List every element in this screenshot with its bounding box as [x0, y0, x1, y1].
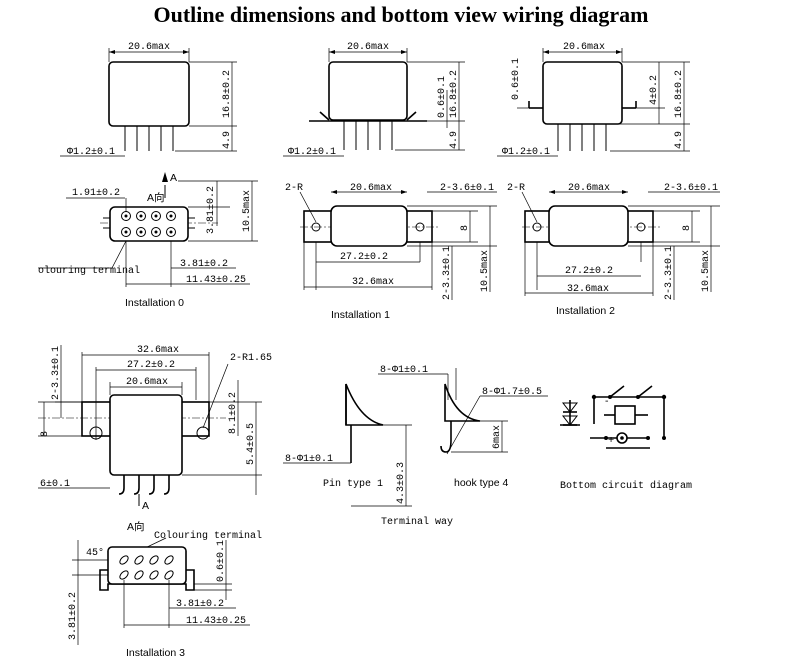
svg-text:10.5max: 10.5max [701, 250, 712, 292]
dim-10-5: 10.5max [242, 190, 253, 232]
installation-2: 2-R 20.6max 2-3.6±0.1 27.2±0.2 32.6max [507, 183, 720, 317]
svg-text:A向: A向 [127, 520, 145, 533]
dim-total-2: 32.6max [567, 284, 609, 295]
svg-text:20.6max: 20.6max [563, 42, 605, 53]
view-arrow-a: A [170, 172, 177, 184]
dim-6: 6±0.1 [40, 479, 70, 490]
dim-flange-2: 2-3.3±0.1 [664, 246, 675, 300]
dim-flange-3b: 0.6±0.1 [216, 540, 227, 582]
svg-text:2-R: 2-R [507, 183, 525, 194]
colouring-terminal-label: olouring terminal [38, 265, 140, 277]
dim-flange-1: 2-3.3±0.1 [442, 246, 453, 300]
svg-text:20.6max: 20.6max [126, 377, 168, 388]
dim-hook-8: 8-Φ1±0.1 [380, 365, 428, 376]
dim-flange-3: 2-3.3±0.1 [51, 346, 62, 400]
installation-1: 2-R 20.6max 2-3.6±0.1 27.2±0.2 32.6max [285, 183, 497, 321]
label-installation-3: Installation 3 [126, 647, 185, 659]
installation-0: A A向 1.91±0.2 3.81±0.2 10.5ma [38, 172, 258, 309]
dim-pin-8: 8-Φ1±0.1 [285, 454, 333, 465]
dim-mount-pitch-1: 27.2±0.2 [340, 252, 388, 263]
svg-text:Φ1.2±0.1: Φ1.2±0.1 [288, 147, 336, 158]
dim-total-3: 32.6max [137, 345, 179, 356]
dim-flange-thick: 0.6±0.1 [437, 76, 448, 118]
dim-8-1: 8.1±0.2 [228, 392, 239, 434]
page-title: Outline dimensions and bottom view wirin… [153, 2, 649, 27]
svg-text:16.8±0.2: 16.8±0.2 [674, 70, 685, 118]
dim-radius: 2-R1.65 [230, 353, 272, 364]
label-terminal-way: Terminal way [381, 516, 453, 528]
svg-text:0.6±0.1: 0.6±0.1 [511, 58, 522, 100]
dim-mount-pitch-3: 27.2±0.2 [127, 360, 175, 371]
label-bottom-circuit: Bottom circuit diagram [560, 480, 692, 492]
dim-2r: 2-R [285, 183, 303, 194]
plus-sign: + [608, 434, 614, 446]
dim-width: 20.6max [128, 42, 170, 53]
dim-6max: 6max [492, 425, 503, 449]
label-installation-0: Installation 0 [125, 297, 184, 309]
side-view-1: 20.6max 16.8±0.2 4.9 Φ1.2±0.1 [60, 42, 237, 158]
svg-text:20.6max: 20.6max [568, 183, 610, 194]
svg-text:8: 8 [460, 225, 471, 231]
dim-hole-dia-1: 2-3.6±0.1 [440, 183, 494, 194]
side-view-2: 20.6max 0.6±0.1 16.8±0.2 4.9 Φ1.2±0.1 [283, 42, 465, 158]
dim-4-3: 4.3±0.3 [396, 462, 407, 504]
dim-pin-dia: Φ1.2±0.1 [67, 147, 115, 158]
view-dir-a: A向 [147, 191, 165, 204]
svg-text:10.5max: 10.5max [480, 250, 491, 292]
label-installation-1: Installation 1 [331, 309, 390, 321]
label-installation-2: Installation 2 [556, 305, 615, 317]
dim-row-3: 3.81±0.2 [68, 592, 79, 640]
label-pin-type: Pin type 1 [323, 478, 383, 490]
dim-row-3-81: 3.81±0.2 [206, 186, 217, 234]
bottom-circuit-diagram: - + Bottom circuit diagram [560, 385, 692, 492]
dim-height: 16.8±0.2 [222, 70, 233, 118]
side-view-3: 20.6max 0.6±0.1 4±0.2 16.8±0.2 4.9 Φ1.2±… [497, 42, 690, 158]
minus-sign: - [605, 395, 609, 407]
pin-type-1: 8-Φ1±0.1 4.3±0.3 Pin type 1 [283, 383, 412, 507]
dim-5-4: 5.4±0.5 [246, 423, 257, 465]
dim-total-1: 32.6max [352, 277, 394, 288]
installation-3: 2-3.3±0.1 32.6max 27.2±0.2 20.6max 2-R1.… [38, 345, 272, 659]
dim-flange-offset: 4±0.2 [649, 75, 660, 105]
svg-text:3.81±0.2: 3.81±0.2 [176, 599, 224, 610]
svg-text:4.9: 4.9 [674, 131, 685, 149]
svg-text:Φ1.2±0.1: Φ1.2±0.1 [502, 147, 550, 158]
dim-11-43: 11.43±0.25 [186, 275, 246, 286]
svg-text:8: 8 [40, 431, 51, 437]
angle-45: 45° [86, 547, 104, 559]
svg-text:16.8±0.2: 16.8±0.2 [449, 70, 460, 118]
dim-pin-length: 4.9 [222, 131, 233, 149]
svg-text:8: 8 [682, 225, 693, 231]
svg-text:4.9: 4.9 [449, 131, 460, 149]
dim-pitch-3-81: 3.81±0.2 [180, 259, 228, 270]
label-hook-type: hook type 4 [454, 477, 508, 489]
dim-mount-pitch-2: 27.2±0.2 [565, 266, 613, 277]
svg-text:11.43±0.25: 11.43±0.25 [186, 616, 246, 627]
dim-pitch-1-91: 1.91±0.2 [72, 188, 120, 199]
dim-hole-dia-2: 2-3.6±0.1 [664, 183, 718, 194]
hook-type-4: 8-Φ1±0.1 8-Φ1.7±0.5 6max hook type 4 [378, 365, 548, 489]
colouring-terminal-3: Colouring terminal [154, 530, 262, 542]
svg-text:A: A [142, 500, 149, 512]
svg-text:20.6max: 20.6max [350, 183, 392, 194]
dim-hook-bend: 8-Φ1.7±0.5 [482, 387, 542, 398]
svg-text:20.6max: 20.6max [347, 42, 389, 53]
